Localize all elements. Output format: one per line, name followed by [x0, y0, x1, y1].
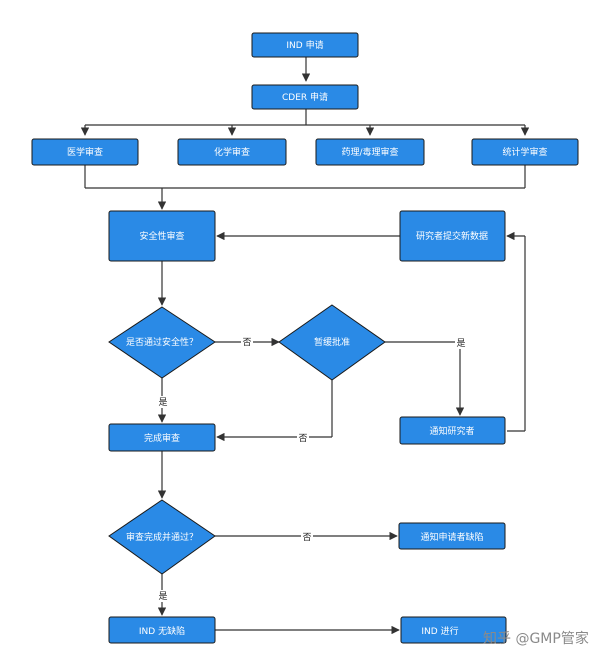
edge-label-pass-yes: 是	[158, 591, 167, 602]
node-no-defect	[108, 616, 216, 644]
label-no-defect: IND 无缺陷	[139, 625, 185, 637]
node-notify-defect	[398, 522, 506, 550]
node-pharm-review	[315, 138, 425, 166]
label-notify-defect: 通知申请者缺陷	[420, 531, 483, 543]
label-pass-check: 审查完成并通过？	[126, 531, 198, 543]
node-review-done	[108, 423, 216, 452]
node-safe-check	[108, 306, 216, 379]
label-cder-apply: CDER 申请	[282, 91, 328, 103]
node-stat-review	[471, 138, 579, 166]
node-notify-researcher	[399, 416, 506, 445]
edge-label-hold-yes: 是	[456, 338, 465, 349]
label-safety-review: 安全性审查	[139, 230, 184, 242]
edge-label-safe-yes: 是	[158, 397, 167, 408]
label-ind-proceed: IND 进行	[421, 625, 458, 637]
node-safety-review	[108, 210, 216, 262]
node-chem-review	[177, 138, 287, 166]
label-med-review: 医学审查	[67, 146, 103, 158]
edge-label-hold-no: 否	[298, 433, 307, 444]
edge-label-pass-no: 否	[302, 532, 311, 543]
node-labels: IND 申请 CDER 申请 医学审查 化学审查 药理/毒理审查 统计学审查 安…	[67, 39, 548, 637]
label-ind-apply: IND 申请	[286, 39, 323, 51]
label-hold: 暂缓批准	[314, 336, 350, 348]
nodes	[31, 32, 579, 644]
watermark-text: 知乎 @GMP管家	[483, 630, 589, 647]
label-pharm-review: 药理/毒理审查	[341, 146, 398, 158]
label-submit-data: 研究者提交新数据	[416, 230, 488, 242]
label-review-done: 完成审查	[144, 432, 180, 444]
node-submit-data	[399, 210, 506, 262]
node-pass-check	[108, 499, 216, 575]
node-ind-apply	[251, 32, 359, 58]
label-notify-researcher: 通知研究者	[429, 425, 474, 437]
label-chem-review: 化学审查	[214, 146, 250, 158]
label-safe-check: 是否通过安全性？	[126, 336, 198, 348]
node-med-review	[31, 138, 139, 166]
node-ind-proceed	[400, 616, 507, 644]
label-stat-review: 统计学审查	[502, 146, 547, 158]
node-hold	[278, 304, 386, 381]
node-cder-apply	[251, 84, 359, 110]
edge-label-safe-no: 否	[242, 337, 251, 348]
edge-labels: 否 是 是 否 否 是	[157, 336, 467, 602]
